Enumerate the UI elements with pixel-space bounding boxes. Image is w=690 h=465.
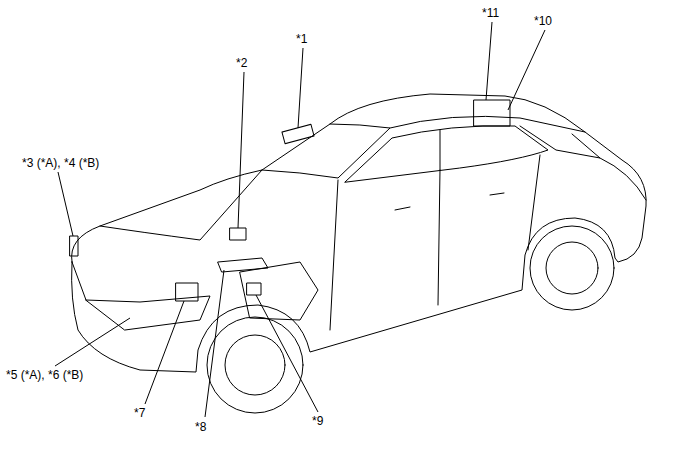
side-window xyxy=(345,126,548,182)
callout-number: *10 xyxy=(534,14,552,28)
leader-line xyxy=(55,318,130,366)
rear-window xyxy=(520,126,600,158)
leader-line xyxy=(256,295,318,412)
grille xyxy=(72,262,86,300)
hood-line xyxy=(100,170,262,240)
component-front xyxy=(230,228,246,240)
leader-line xyxy=(486,22,492,100)
callout-number: *2 xyxy=(236,56,247,70)
door-handle xyxy=(490,193,504,195)
component-harness xyxy=(218,258,268,272)
component-rear xyxy=(474,100,510,126)
leader-line xyxy=(298,48,303,128)
callout-number: *3 (*A), *4 (*B) xyxy=(22,156,99,170)
leader-line xyxy=(508,30,545,110)
transmission xyxy=(240,262,318,320)
windshield xyxy=(262,124,390,178)
leader-line xyxy=(58,172,73,236)
rear-wheel-rim xyxy=(546,242,598,294)
component-transmission xyxy=(247,283,261,295)
callout-number: *11 xyxy=(482,6,499,20)
window-pillar xyxy=(440,130,441,170)
callout-number: *8 xyxy=(195,420,206,434)
component-sensor xyxy=(70,236,78,256)
callout-number: *9 xyxy=(312,414,323,428)
front-wheel xyxy=(207,317,303,413)
leader-line xyxy=(145,301,184,404)
callout-number: *1 xyxy=(296,32,307,46)
leader-line xyxy=(205,270,224,417)
callout-number: *5 (*A), *6 (*B) xyxy=(6,368,83,382)
door-line xyxy=(528,155,540,250)
rear-wheel xyxy=(530,226,614,310)
callout-number: *7 xyxy=(134,406,145,420)
door-line xyxy=(438,170,440,305)
door-handle xyxy=(395,207,410,210)
front-wheel-rim xyxy=(225,335,285,395)
component-ecu xyxy=(176,283,198,301)
door-line xyxy=(330,180,338,330)
roof-line xyxy=(390,116,585,132)
car-body xyxy=(72,94,647,372)
trunk-line xyxy=(600,158,646,200)
leader-line xyxy=(238,72,244,228)
